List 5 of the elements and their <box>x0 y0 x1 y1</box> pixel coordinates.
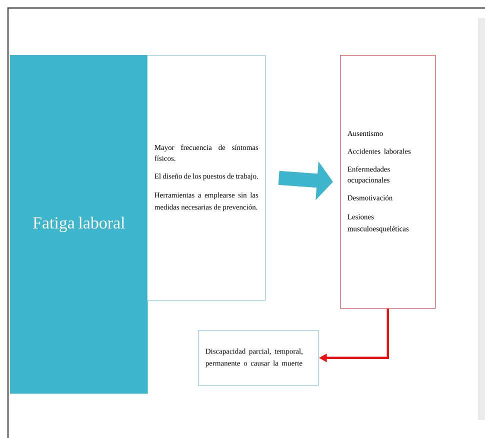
item-text: Fatiga laboral <box>33 216 125 232</box>
title-panel <box>10 55 148 394</box>
effects-box <box>340 55 436 309</box>
outcome-box <box>198 330 319 386</box>
causes-box <box>147 55 266 301</box>
